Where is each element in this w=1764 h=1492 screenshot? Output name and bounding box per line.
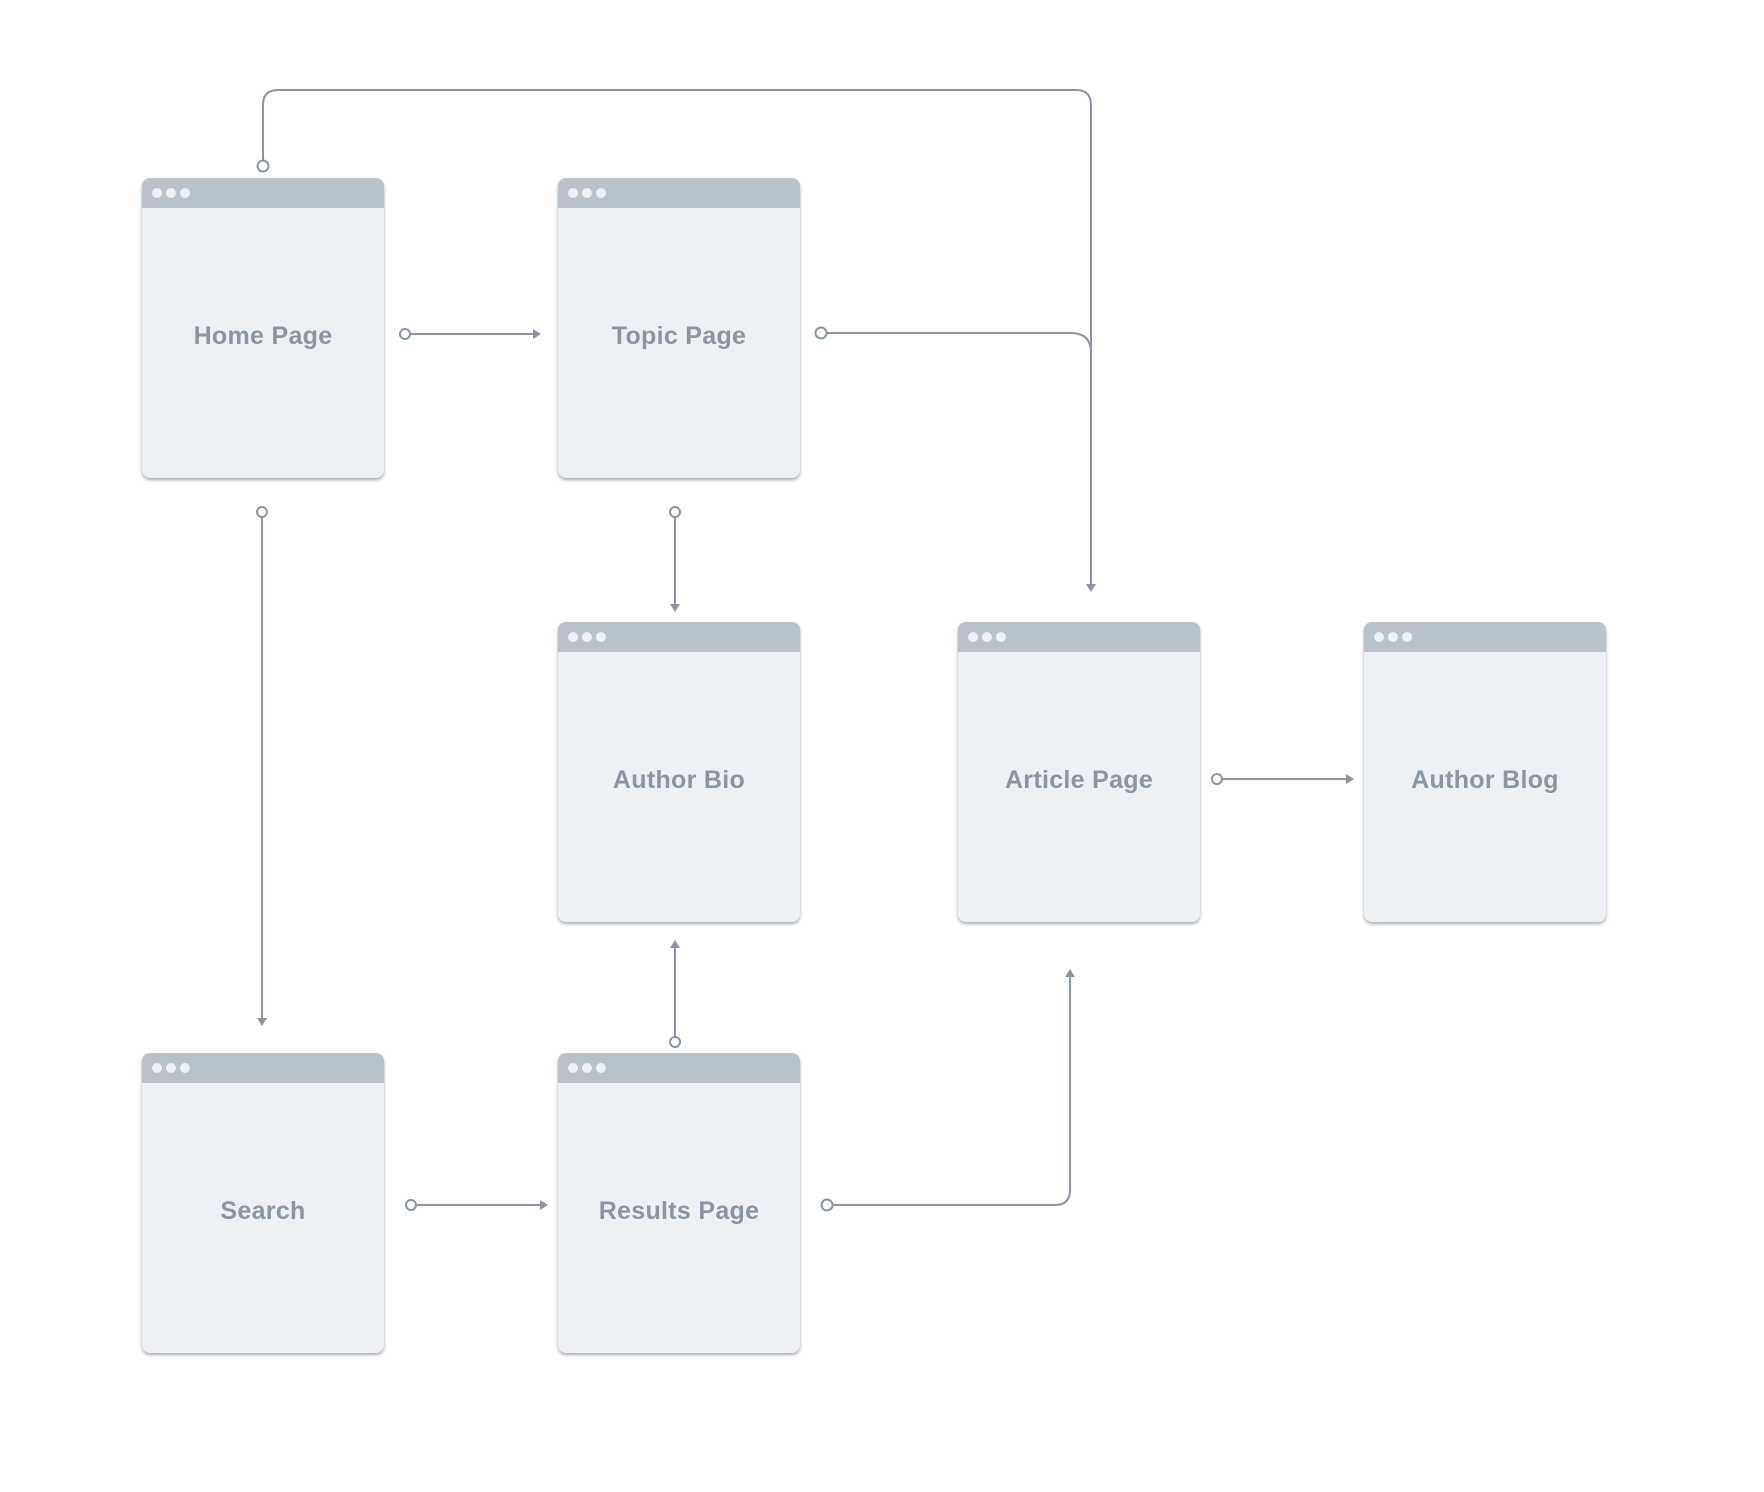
connector-results-to-author-bio[interactable] bbox=[669, 940, 681, 1048]
window-dots-icon bbox=[152, 188, 190, 198]
node-results-page[interactable]: Results Page bbox=[558, 1053, 800, 1353]
node-label: Article Page bbox=[1004, 766, 1154, 794]
arrowhead-right bbox=[540, 1200, 548, 1210]
connector-topic-to-author-bio[interactable] bbox=[669, 506, 681, 612]
window-dots-icon bbox=[568, 188, 606, 198]
node-home-page[interactable]: Home Page bbox=[142, 178, 384, 478]
node-search[interactable]: Search bbox=[142, 1053, 384, 1353]
window-dots-icon bbox=[968, 632, 1006, 642]
node-label: Home Page bbox=[193, 322, 333, 350]
arrowhead-right bbox=[533, 329, 541, 339]
node-label: Author Blog bbox=[1411, 766, 1559, 794]
node-topic-page[interactable]: Topic Page bbox=[558, 178, 800, 478]
arrowhead-right bbox=[1346, 774, 1354, 784]
connector-start-dot bbox=[669, 1036, 681, 1048]
connector-start-dot bbox=[1211, 773, 1223, 785]
connector-home-to-search[interactable] bbox=[256, 506, 268, 1026]
connector-topic-to-article[interactable] bbox=[814, 326, 1092, 354]
connector-start-dot bbox=[399, 328, 411, 340]
node-label: Topic Page bbox=[611, 322, 747, 350]
connector-home-to-topic[interactable] bbox=[399, 328, 541, 340]
arrowhead-down bbox=[257, 1018, 267, 1026]
connector-home-to-article[interactable] bbox=[256, 89, 1097, 592]
arrowhead-down bbox=[670, 604, 680, 612]
connector-start-dot bbox=[820, 1198, 834, 1212]
connector-start-dot bbox=[256, 506, 268, 518]
node-article-page[interactable]: Article Page bbox=[958, 622, 1200, 922]
window-titlebar bbox=[142, 1053, 384, 1083]
connector-start-dot bbox=[256, 159, 270, 173]
connector-article-to-author-blog[interactable] bbox=[1211, 773, 1354, 785]
window-dots-icon bbox=[152, 1063, 190, 1073]
connector-search-to-results[interactable] bbox=[405, 1199, 548, 1211]
connector-start-dot bbox=[405, 1199, 417, 1211]
node-label: Author Bio bbox=[612, 766, 746, 794]
window-titlebar bbox=[558, 178, 800, 208]
window-titlebar bbox=[558, 622, 800, 652]
node-author-blog[interactable]: Author Blog bbox=[1364, 622, 1606, 922]
connector-start-dot bbox=[814, 326, 828, 340]
node-author-bio[interactable]: Author Bio bbox=[558, 622, 800, 922]
node-label: Results Page bbox=[598, 1197, 760, 1225]
arrowhead-down bbox=[1086, 584, 1096, 592]
window-titlebar bbox=[142, 178, 384, 208]
connector-start-dot bbox=[669, 506, 681, 518]
window-titlebar bbox=[558, 1053, 800, 1083]
window-dots-icon bbox=[568, 1063, 606, 1073]
arrowhead-up bbox=[670, 940, 680, 948]
connector-results-to-article[interactable] bbox=[820, 969, 1076, 1212]
window-dots-icon bbox=[1374, 632, 1412, 642]
arrowhead-up bbox=[1065, 969, 1075, 977]
window-titlebar bbox=[958, 622, 1200, 652]
window-dots-icon bbox=[568, 632, 606, 642]
node-label: Search bbox=[220, 1197, 306, 1225]
window-titlebar bbox=[1364, 622, 1606, 652]
